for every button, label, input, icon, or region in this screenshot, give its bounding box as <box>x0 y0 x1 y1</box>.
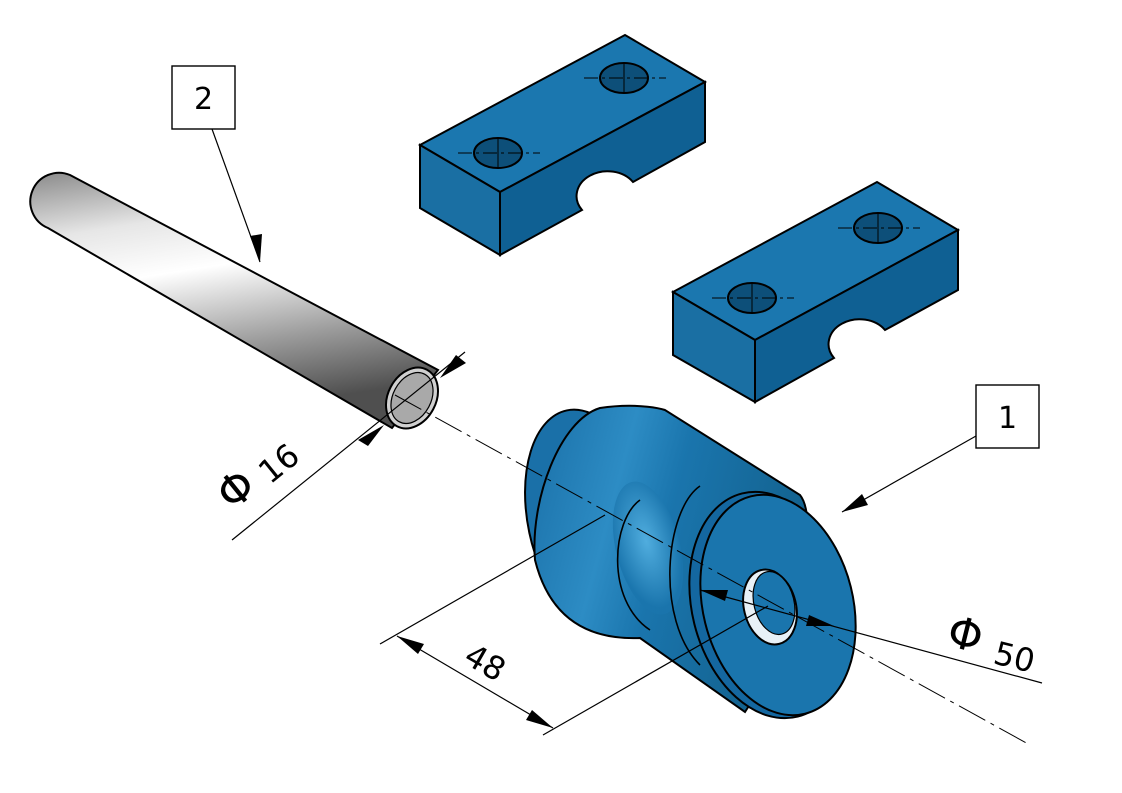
clamp-upper-side-face <box>419 143 501 257</box>
dim-arrow-roller-1 <box>700 590 728 601</box>
clamp-lower-hole-2 <box>838 212 920 244</box>
dim-length-value: 48 <box>458 636 512 689</box>
shaft-part <box>29 171 440 430</box>
balloon-shaft-label: 2 <box>194 82 213 117</box>
dim-roller-value: 50 <box>990 634 1039 681</box>
roller-groove-line-2 <box>669 485 701 666</box>
clamp-upper-front-face <box>499 80 706 257</box>
roller-waist-highlight <box>612 481 684 615</box>
dim-arrow-length-2 <box>526 710 553 728</box>
roller-bore-inner <box>752 570 796 636</box>
balloon-roller-arrow <box>842 494 868 512</box>
clamp-lower-front-face <box>754 228 959 404</box>
shaft-chamfer <box>390 371 434 425</box>
balloon-shaft-arrow <box>250 234 262 262</box>
clamp-lower-side-face <box>672 290 756 404</box>
balloon-roller-box <box>975 384 1040 449</box>
balloon-roller-label: 1 <box>998 401 1017 436</box>
clamp-lower-hole-1 <box>712 282 794 314</box>
roller-part <box>524 404 857 720</box>
dim-arrow-length-1 <box>397 636 424 654</box>
roller-groove-line-1 <box>616 499 651 631</box>
clamp-upper-hole-2 <box>584 62 666 94</box>
dim-shaft-value: 16 <box>251 436 307 491</box>
clamp-upper-hole-1 <box>458 137 540 169</box>
dim-roller-symbol: Φ <box>942 606 988 664</box>
clamp-block-lower <box>670 180 961 404</box>
dim-arrow-shaft-2 <box>440 355 466 378</box>
dim-arrow-shaft-1 <box>358 425 384 446</box>
shaft-body <box>29 171 440 430</box>
assembly-center-line <box>394 394 1031 746</box>
balloon-shaft-box <box>171 65 236 130</box>
balloon-shaft: 2 <box>171 65 262 263</box>
clamp-block-upper <box>417 33 708 257</box>
dim-arrow-roller-2 <box>806 615 834 626</box>
balloon-roller: 1 <box>841 384 1040 513</box>
